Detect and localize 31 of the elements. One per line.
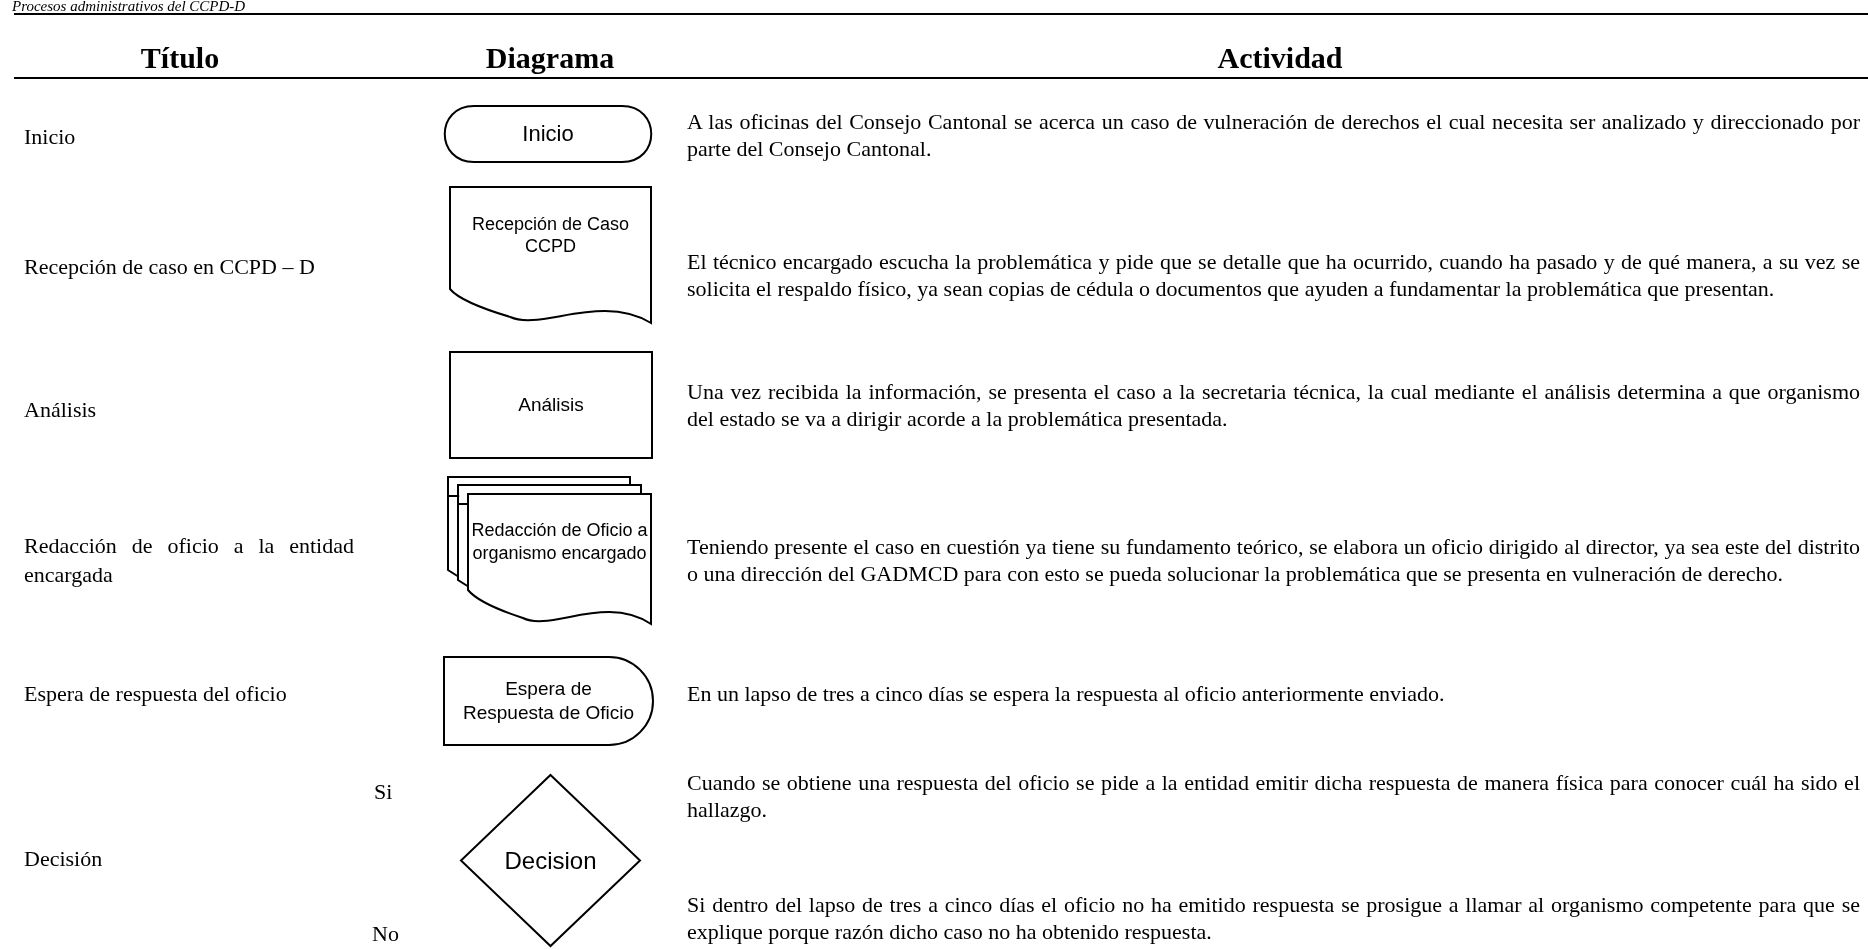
activity-description: Una vez recibida la información, se presenta el caso a la secretaria técnica, la cual mediante el análisis determina a que organismo del estado se va a dirigir acorde a la problemática presentada. [687, 378, 1860, 432]
shape-label: Análisis [517, 393, 585, 417]
step-title: Si [374, 777, 394, 806]
step-title: Análisis [24, 395, 98, 424]
shape-label: Inicio [521, 120, 575, 148]
step-title: Recepción de caso en CCPD – D [24, 252, 316, 281]
column-header: Título [139, 39, 221, 76]
shape-label: Redacción de Oficio a organismo encargado [470, 519, 649, 564]
shape-label: Recepción de Caso CCPD [470, 212, 631, 258]
delay-shape [443, 656, 654, 746]
table-caption: Procesos administrativos del CCPD-D [12, 0, 246, 14]
step-title: No [372, 919, 400, 948]
shape-label: Decision [503, 845, 598, 876]
decision-diamond [460, 774, 641, 947]
multi-document-shape [447, 476, 652, 625]
column-header: Diagrama [484, 39, 616, 76]
activity-description: Si dentro del lapso de tres a cinco días el oficio no ha emitido respuesta se prosigue a llamar al organismo competente para que se explique porque razón dicho caso no ha obtenido respuesta. [687, 891, 1860, 945]
activity-description: El técnico encargado escucha la problemática y pide que se detalle que ha ocurrido, cuando ha pasado y de qué manera, a su vez se solicita el respaldo físico, ya sean copias de cédula o documentos que ayuden a fundamentar la problemática que presentan. [687, 248, 1860, 302]
activity-description: A las oficinas del Consejo Cantonal se acerca un caso de vulneración de derechos el cual necesita ser analizado y direccionado por parte del Consejo Cantonal. [687, 108, 1860, 162]
step-title: Redacción de oficio a la entidad encargada [24, 532, 354, 589]
activity-description: En un lapso de tres a cinco días se espera la respuesta al oficio anteriormente enviado. [687, 679, 1446, 707]
activity-description: Cuando se obtiene una respuesta del oficio se pide a la entidad emitir dicha respuesta de manera física para conocer cuál ha sido el hallazgo. [687, 769, 1860, 823]
process-box [449, 351, 653, 459]
step-title: Decisión [24, 844, 104, 873]
activity-description: Teniendo presente el caso en cuestión ya tiene su fundamento teórico, se elabora un oficio dirigido al director, ya sea este del distrito o una dirección del GADMCD para con esto se pueda solucionar la problemática que se presenta en vulneración de derecho. [687, 533, 1860, 587]
document-shape [449, 186, 652, 324]
step-title: Espera de respuesta del oficio [24, 679, 288, 708]
step-title: Inicio [24, 122, 77, 151]
shape-label: Espera de Respuesta de Oficio [461, 677, 636, 725]
column-header: Actividad [1216, 39, 1344, 76]
terminator-shape [444, 105, 652, 163]
